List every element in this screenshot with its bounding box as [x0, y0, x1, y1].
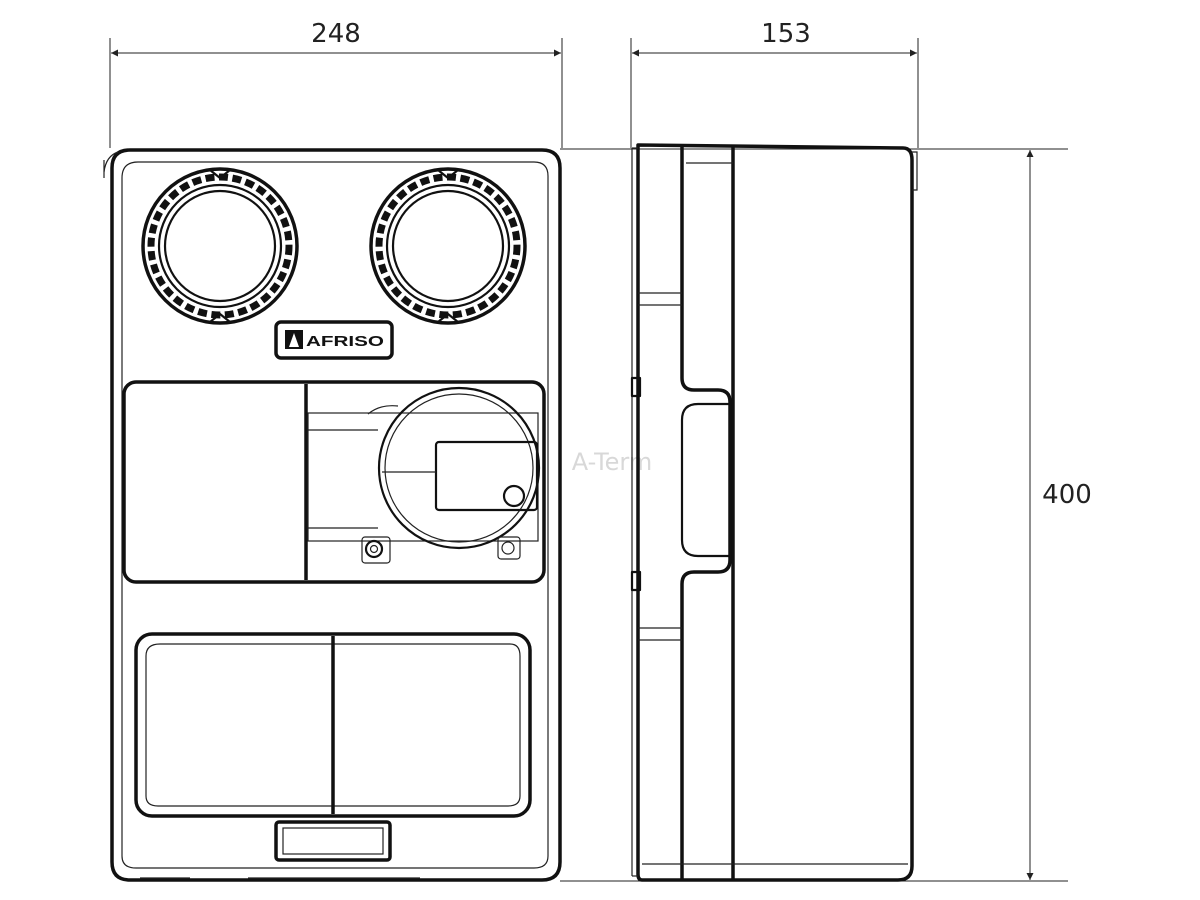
width-dimension-value: 248 [311, 19, 361, 49]
front-housing-outline [110, 148, 562, 882]
pump-top-flange [367, 405, 399, 415]
depth-dimension-value: 153 [761, 19, 811, 49]
pump-indicator-lamp [502, 484, 526, 508]
port-left-bottom-notch [209, 312, 231, 323]
pump-window-frame [122, 380, 546, 584]
pump-motor-body [307, 412, 539, 542]
label-slot [274, 820, 392, 862]
lower-panels [134, 632, 532, 818]
port-left-seal-ring [157, 183, 283, 309]
pump-control-box [434, 440, 539, 512]
brand-name: AFRISO [306, 333, 384, 350]
port-left-opening [163, 189, 277, 303]
pump-screw-left-head [369, 544, 379, 554]
height-dimension: 400 [560, 148, 1092, 882]
port-right-seal-ring [385, 183, 511, 309]
pump-screw-right [501, 541, 515, 555]
pump-head-outer [377, 386, 541, 550]
port-right-top-notch [437, 169, 459, 180]
side-clip-upper [630, 376, 642, 398]
port-left-outer-ring [141, 167, 299, 325]
brand-badge: AFRISO [274, 320, 394, 360]
height-dimension-value: 400 [1042, 480, 1092, 510]
side-lid-seam-outer [680, 147, 732, 880]
pump-mount-right [497, 536, 521, 560]
port-left-ribbed-collar [147, 173, 293, 319]
port-right [369, 167, 527, 325]
side-housing-outline [636, 143, 914, 882]
port-right-bottom-notch [437, 312, 459, 323]
depth-dimension: 153 [630, 19, 919, 148]
pump-head-inner [384, 393, 534, 543]
port-right-outer-ring [369, 167, 527, 325]
lower-panel-frame [134, 632, 532, 818]
watermark-text: A-Term [572, 448, 653, 476]
side-lid-tab [912, 151, 918, 191]
front-housing-inner-edge [121, 161, 549, 869]
port-right-ribbed-collar [375, 173, 521, 319]
port-left-top-notch [209, 169, 231, 180]
lower-panel-inner-edge [145, 643, 521, 807]
pump-mount-left [361, 536, 391, 564]
port-left [141, 167, 299, 325]
pump-window [122, 380, 546, 584]
side-clip-lower [630, 570, 642, 592]
port-right-opening [391, 189, 505, 303]
brand-logo-triangle [289, 333, 299, 347]
side-view [630, 143, 918, 882]
brand-badge-frame [274, 320, 394, 360]
pump-screw-left [364, 539, 384, 559]
side-handle-recess [680, 402, 730, 558]
label-slot-inner [282, 827, 384, 855]
front-view: AFRISO [103, 148, 562, 882]
width-dimension: 248 [109, 19, 563, 148]
